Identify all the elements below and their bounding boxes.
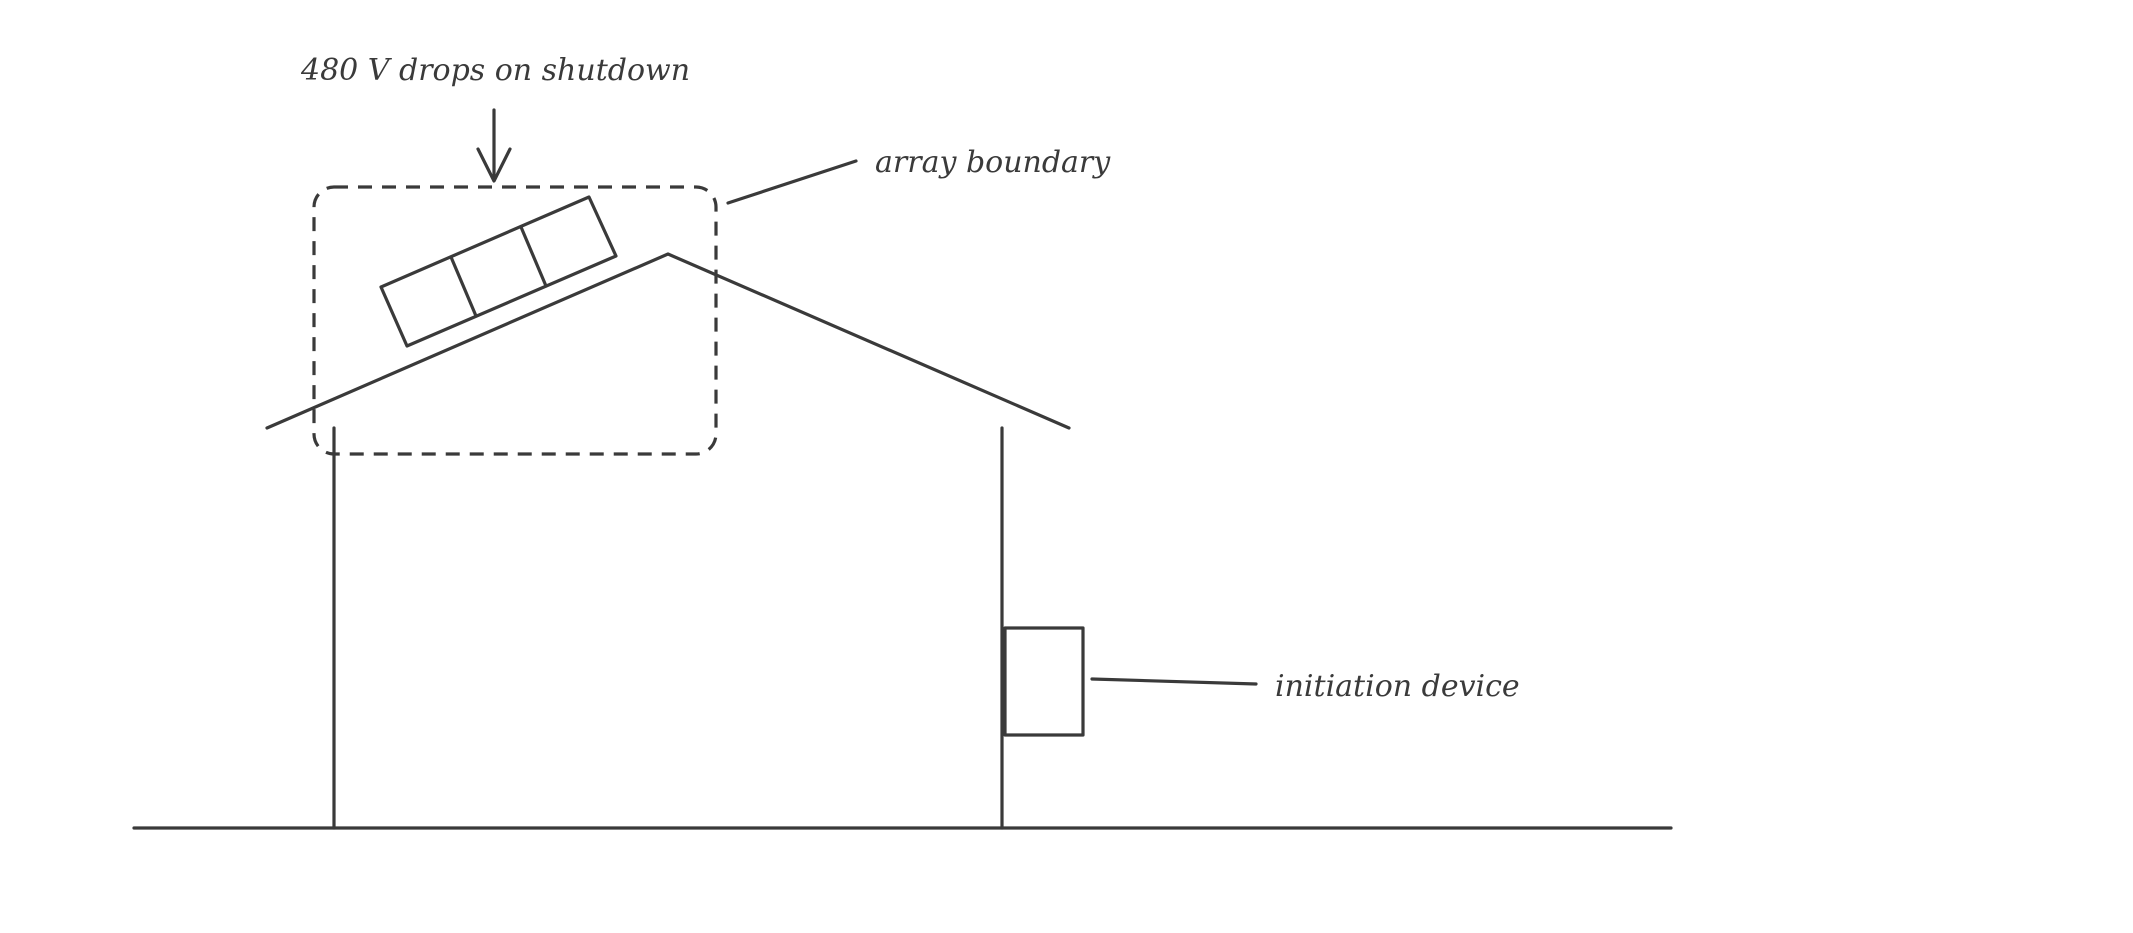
array-boundary-label: array boundary <box>875 145 1111 180</box>
array-boundary-box <box>312 185 718 456</box>
solar-panel-divider-1 <box>449 255 478 318</box>
array-boundary-leader <box>726 159 858 205</box>
solar-panel-frame <box>379 195 618 348</box>
initiation-device-leader <box>1090 677 1258 686</box>
house-roof <box>265 252 1071 430</box>
initiation-device-label: initiation device <box>1275 669 1520 704</box>
down-arrow-icon <box>476 108 512 183</box>
initiation-device-box <box>1003 626 1085 737</box>
solar-panel-divider-2 <box>519 225 548 288</box>
voltage-note-label: 480 V drops on shutdown <box>300 53 690 88</box>
solar-panel-array <box>379 195 618 348</box>
